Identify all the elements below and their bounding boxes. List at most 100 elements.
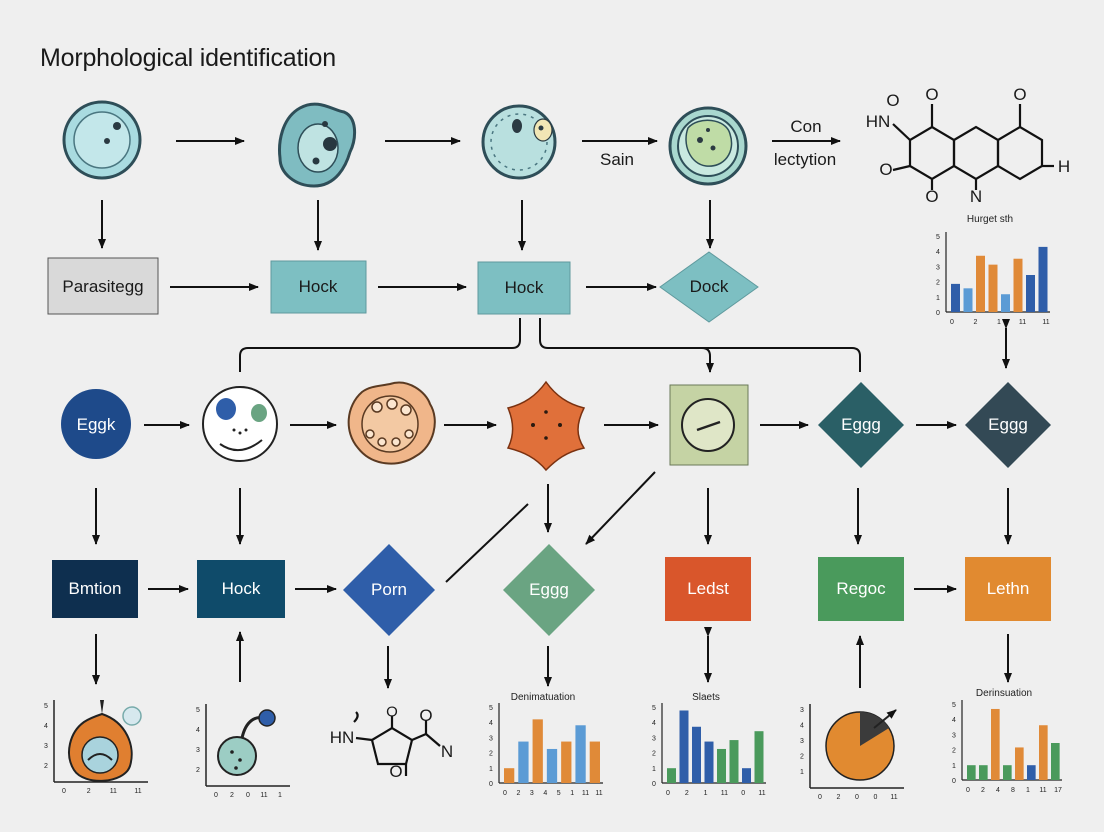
cell-1-shape[interactable] <box>62 100 142 180</box>
circle-eggk[interactable] <box>61 389 131 459</box>
bar <box>742 768 751 783</box>
y-tick-label: 5 <box>489 705 493 712</box>
cell-orange-ring-shape[interactable] <box>347 381 436 465</box>
x-tick-label: 2 <box>87 788 91 795</box>
diamond-eggg-3[interactable] <box>503 544 595 636</box>
box-hock-3[interactable] <box>197 560 285 618</box>
box-ledst[interactable] <box>665 557 751 621</box>
box-hock-1-label: Hock <box>298 277 338 296</box>
diamond-eggg-2-label: Eggg <box>988 415 1028 434</box>
amoeba-cell-shape[interactable] <box>278 102 356 188</box>
y-tick-label: 3 <box>800 738 804 745</box>
box-lethn[interactable] <box>965 557 1051 621</box>
y-tick-label: 4 <box>952 717 956 724</box>
y-tick-label: 2 <box>44 763 48 770</box>
diamond-porn-label: Porn <box>371 580 407 599</box>
box-bmtion[interactable] <box>52 560 138 618</box>
y-tick-label: 0 <box>489 781 493 788</box>
molecule-top-o1: O <box>886 91 900 110</box>
x-tick-label: 11 <box>110 788 117 795</box>
cell-orange-star-shape[interactable] <box>506 380 586 472</box>
x-tick-label: 11 <box>758 790 765 797</box>
x-tick-label: 2 <box>230 792 234 799</box>
x-tick-label: 11 <box>134 788 141 795</box>
x-tick-label: 1 <box>570 790 574 797</box>
x-tick-label: 1 <box>278 792 282 799</box>
diamond-dock-label: Dock <box>689 277 729 296</box>
box-parasitegg[interactable] <box>47 257 159 315</box>
box-hock-1[interactable] <box>270 260 367 314</box>
y-tick-label: 3 <box>800 707 804 714</box>
box-hock-3-label: Hock <box>221 579 261 598</box>
box-olive-cell[interactable] <box>669 384 749 466</box>
bar <box>729 740 739 783</box>
x-tick-label: 0 <box>246 792 250 799</box>
molecule-bottom-o2: O <box>419 706 433 725</box>
y-tick-label: 4 <box>489 720 493 727</box>
x-tick-label: 1 <box>704 790 708 797</box>
label-sain: Sain <box>599 150 635 169</box>
molecule-bottom-o3: O <box>389 762 403 781</box>
y-tick-label: 0 <box>652 781 656 788</box>
circle-eggk-label: Eggk <box>76 415 116 434</box>
diamond-porn[interactable] <box>343 544 435 636</box>
x-tick-label: 4 <box>996 787 1000 794</box>
y-tick-label: 3 <box>44 743 48 750</box>
y-tick-label: 1 <box>952 763 956 770</box>
bar <box>717 748 726 783</box>
bottom-chart-6 <box>809 704 904 789</box>
molecule-top-o2: O <box>925 85 939 104</box>
diamond-eggg-1[interactable] <box>818 382 904 468</box>
y-tick-label: 5 <box>652 705 656 712</box>
molecule-top-h: H <box>1057 157 1071 176</box>
diamond-dock[interactable] <box>659 251 759 323</box>
bar <box>991 708 1000 780</box>
x-tick-label: 0 <box>741 790 745 797</box>
bar <box>1039 725 1048 780</box>
box-hock-2-label: Hock <box>504 278 544 297</box>
y-tick-label: 1 <box>652 766 656 773</box>
bar <box>979 765 988 780</box>
diamond-eggg-3-label: Eggg <box>529 580 569 599</box>
box-regoc-label: Regoc <box>836 579 886 598</box>
cell-4-shape[interactable] <box>668 106 748 186</box>
bar <box>692 726 701 783</box>
cell-smile-shape[interactable] <box>202 386 278 462</box>
diamond-eggg-2[interactable] <box>965 382 1051 468</box>
bottom-chart-1 <box>53 700 148 783</box>
x-tick-label: 0 <box>818 794 822 801</box>
bar <box>1015 747 1024 780</box>
y-tick-label: 4 <box>800 723 804 730</box>
molecule-top-hn: HN <box>865 112 891 131</box>
bar <box>754 731 764 783</box>
x-tick-label: 17 <box>1054 787 1062 794</box>
y-tick-label: 3 <box>489 735 493 742</box>
x-tick-label: 2 <box>685 790 689 797</box>
box-regoc[interactable] <box>818 557 904 621</box>
box-hock-2[interactable] <box>477 261 571 315</box>
x-tick-label: 0 <box>214 792 218 799</box>
y-tick-label: 2 <box>952 748 956 755</box>
cell-3-shape[interactable] <box>481 104 557 180</box>
y-tick-label: 5 <box>196 707 200 714</box>
molecule-bottom-hn: HN <box>329 728 355 747</box>
y-tick-label: 3 <box>936 264 940 271</box>
bar <box>679 710 689 783</box>
molecule-structure-top <box>892 104 1054 190</box>
y-tick-label: 2 <box>489 751 493 758</box>
molecule-top-o4: O <box>879 160 893 179</box>
box-bmtion-label: Bmtion <box>68 579 122 598</box>
x-tick-label: 11 <box>260 792 267 799</box>
y-tick-label: 0 <box>936 310 940 317</box>
bar <box>1001 294 1010 312</box>
y-tick-label: 4 <box>196 727 200 734</box>
y-tick-label: 2 <box>800 754 804 761</box>
page-title: Morphological identification <box>40 44 336 72</box>
y-tick-label: 5 <box>952 702 956 709</box>
x-tick-label: 2 <box>974 319 978 326</box>
